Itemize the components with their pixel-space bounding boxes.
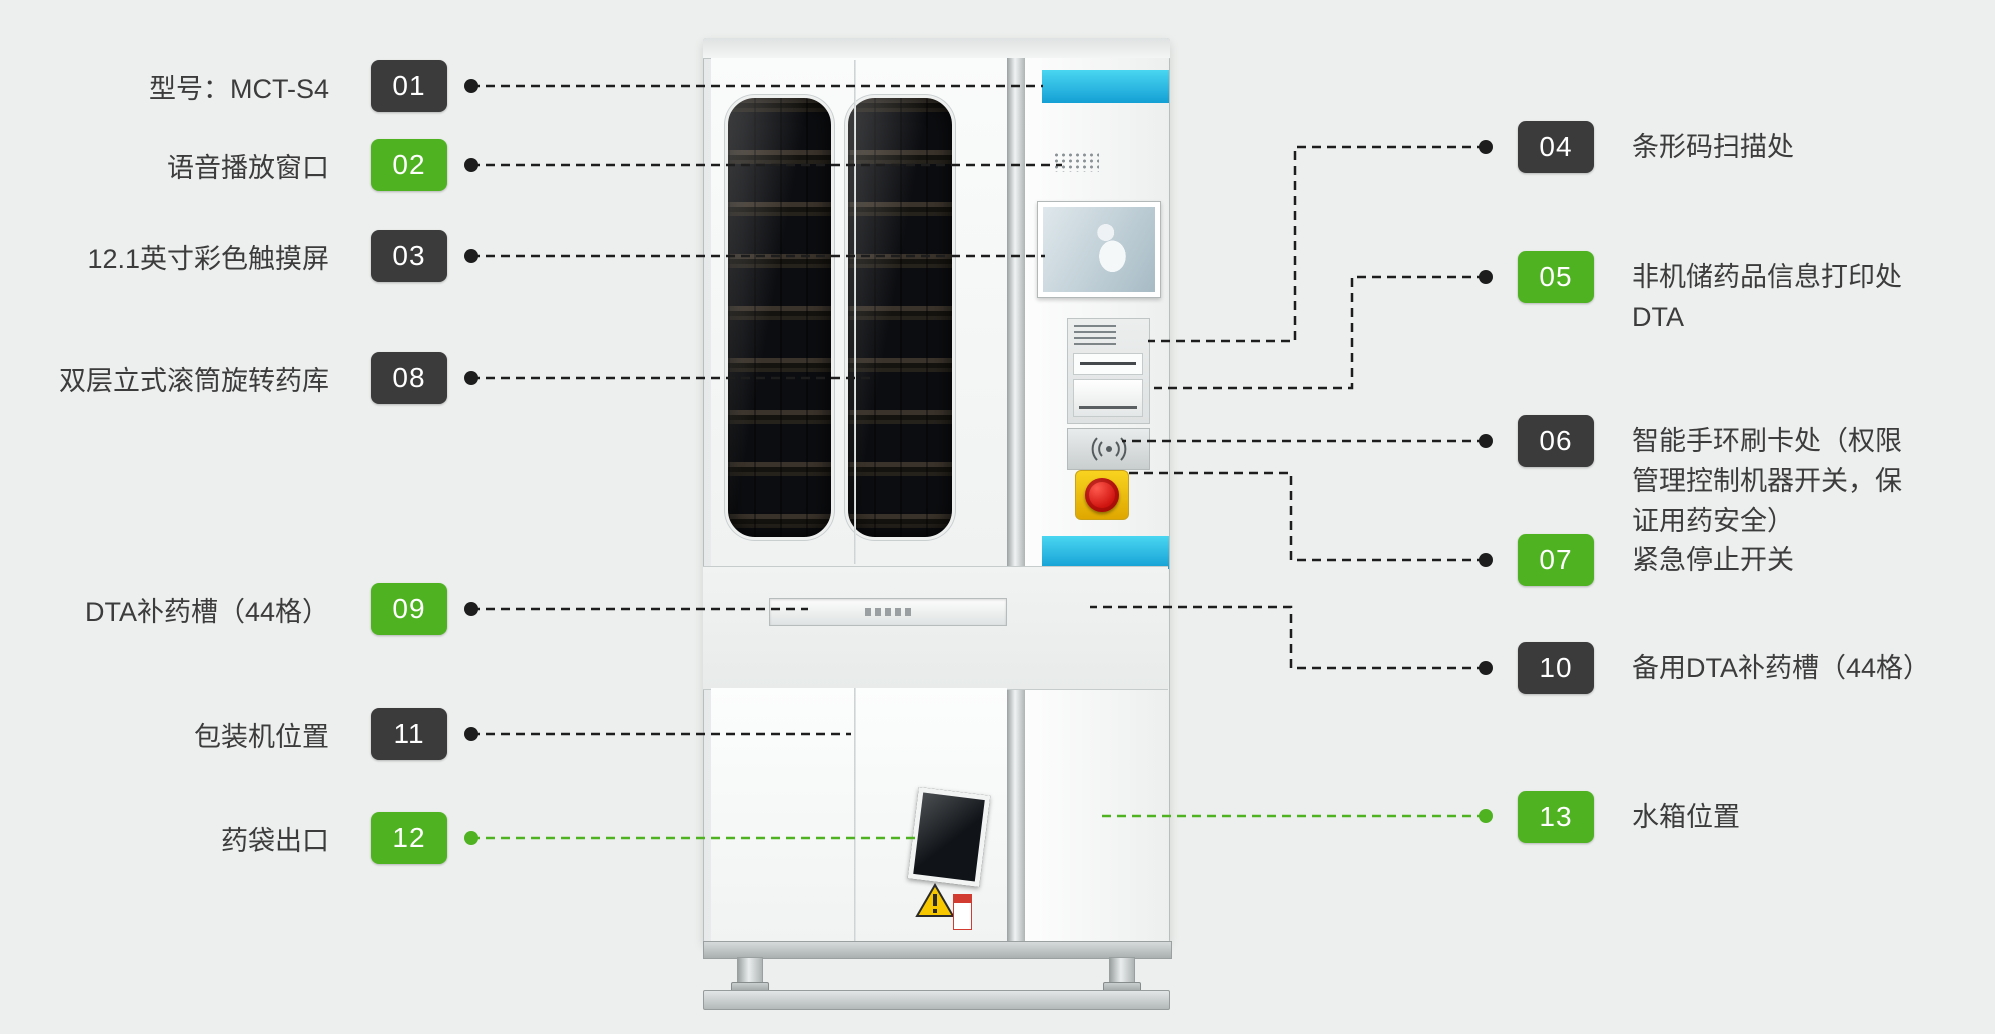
bottom-frame (703, 941, 1172, 959)
barcode-scanner-slot (1073, 353, 1143, 375)
callout-02: 语音播放窗口 02 (0, 139, 447, 191)
callout-08: 双层立式滚筒旋转药库 08 (0, 352, 447, 404)
callout-label: DTA补药槽（44格） (84, 596, 329, 627)
callout-01: 型号：MCT-S4 01 (0, 60, 447, 112)
dta-refill-slot (769, 598, 1007, 626)
callout-label: 型号：MCT-S4 (148, 73, 329, 104)
base-plate (703, 990, 1170, 1010)
lower-door-seam (854, 688, 856, 941)
callout-06: 06 智能手环刷卡处（权限管理控制机器开关，保证用药安全） (1518, 415, 1928, 541)
callout-13: 13 水箱位置 (1518, 791, 1740, 843)
leader-dot-03 (464, 249, 478, 263)
callout-label: 药袋出口 (221, 825, 329, 856)
nfc-waves-icon (1091, 437, 1126, 461)
leader-dot-11 (464, 727, 478, 741)
callout-badge: 01 (371, 60, 447, 112)
touchscreen-image (1043, 207, 1155, 292)
callout-badge: 07 (1518, 534, 1594, 586)
leader-dot-13 (1479, 809, 1493, 823)
touchscreen (1037, 201, 1161, 298)
leader-dot-02 (464, 158, 478, 172)
pouch-outlet (907, 786, 991, 888)
refill-band (703, 566, 1168, 690)
emergency-stop-switch (1075, 470, 1129, 520)
accent-strip-top (1042, 70, 1169, 103)
printer-module (1067, 318, 1150, 424)
accent-strip-bottom (1042, 536, 1169, 569)
callout-label-line-2: DTA (1632, 302, 1684, 332)
leader-dot-06 (1479, 434, 1493, 448)
printer-label (1074, 325, 1116, 345)
printer-output-tray (1073, 379, 1143, 417)
callout-03: 12.1英寸彩色触摸屏 03 (0, 230, 447, 282)
callout-badge: 04 (1518, 121, 1594, 173)
callout-07: 07 紧急停止开关 (1518, 534, 1794, 586)
warning-sticker-icon (915, 883, 955, 917)
callout-badge: 10 (1518, 642, 1594, 694)
leader-line-04 (1148, 145, 1486, 343)
leader-dot-07 (1479, 553, 1493, 567)
callout-badge: 13 (1518, 791, 1594, 843)
wristband-reader (1067, 428, 1150, 470)
callout-label: 紧急停止开关 (1632, 545, 1794, 575)
callout-badge: 06 (1518, 415, 1594, 467)
callout-label: 智能手环刷卡处（权限管理控制机器开关，保证用药安全） (1632, 426, 1902, 536)
callout-label: 语音播放窗口 (167, 152, 329, 183)
callout-badge: 12 (371, 812, 447, 864)
callout-label: 条形码扫描处 (1632, 132, 1794, 162)
callout-09: DTA补药槽（44格） 09 (0, 583, 447, 635)
callout-label: 双层立式滚筒旋转药库 (59, 365, 329, 396)
leader-dot-08 (464, 371, 478, 385)
red-label-sticker (953, 894, 972, 930)
callout-badge: 11 (371, 708, 447, 760)
callout-badge: 05 (1518, 251, 1594, 303)
leader-dot-10 (1479, 661, 1493, 675)
callout-badge: 08 (371, 352, 447, 404)
callout-label: 备用DTA补药槽（44格） (1632, 653, 1931, 683)
leader-dot-04 (1479, 140, 1493, 154)
leader-line-05 (1154, 275, 1486, 390)
callout-05: 05 非机储药品信息打印处 DTA (1518, 251, 1902, 337)
speaker-grille (1053, 152, 1099, 172)
machine-illustration (703, 38, 1172, 1018)
callout-badge: 02 (371, 139, 447, 191)
callout-label: 包装机位置 (194, 721, 329, 752)
left-glass-door (725, 95, 834, 540)
callout-label: 非机储药品信息打印处 DTA (1632, 251, 1902, 337)
callout-badge: 09 (371, 583, 447, 635)
right-glass-door (845, 95, 955, 540)
callout-12: 药袋出口 12 (0, 812, 447, 864)
emergency-stop-button (1085, 478, 1119, 512)
leader-dot-01 (464, 79, 478, 93)
callout-04: 04 条形码扫描处 (1518, 121, 1794, 173)
center-pillar (1007, 58, 1025, 941)
callout-badge: 03 (371, 230, 447, 282)
cabinet-top-cap (703, 38, 1170, 59)
callout-label-line-1: 非机储药品信息打印处 (1632, 262, 1902, 292)
callout-label: 12.1英寸彩色触摸屏 (87, 243, 329, 274)
callout-10: 10 备用DTA补药槽（44格） (1518, 642, 1930, 694)
door-seam (854, 60, 856, 564)
callout-label: 水箱位置 (1632, 802, 1740, 832)
callout-11: 包装机位置 11 (0, 708, 447, 760)
leader-line-07 (1126, 471, 1486, 562)
leader-dot-09 (464, 602, 478, 616)
leader-dot-12 (464, 831, 478, 845)
leader-dot-05 (1479, 270, 1493, 284)
